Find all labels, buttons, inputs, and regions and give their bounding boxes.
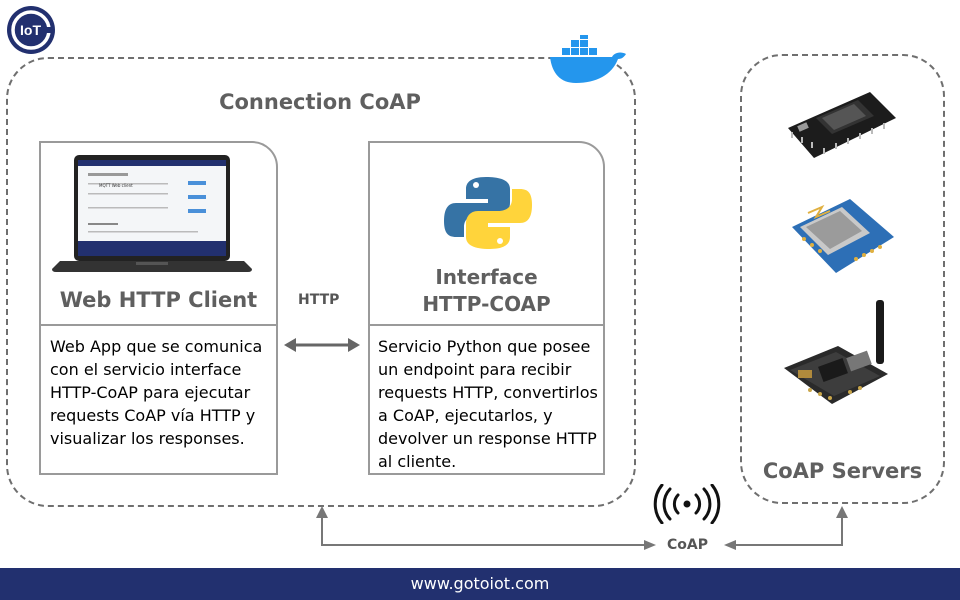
interface-title-line2: HTTP-COAP	[422, 292, 551, 316]
web-client-description: Web App que se comunica con el servicio …	[50, 337, 263, 448]
coap-connection-arrows	[312, 506, 852, 552]
coap-servers-container	[740, 54, 945, 504]
http-label: HTTP	[298, 292, 340, 308]
docker-whale-icon	[548, 35, 632, 85]
laptop-image	[48, 151, 256, 276]
coap-servers-title: CoAP Servers	[762, 459, 923, 483]
interface-card: Interface HTTP-COAP Servicio Python que …	[368, 141, 605, 475]
web-client-divider	[41, 324, 276, 326]
interface-title-line1: Interface	[435, 265, 538, 289]
footer-bar: www.gotoiot.com	[0, 568, 960, 600]
wemos-d1-mini-icon	[786, 193, 898, 283]
interface-divider	[370, 324, 603, 326]
radio-waves-icon	[652, 484, 722, 524]
gotoiot-logo: IoT	[6, 5, 56, 55]
esp32-board-icon	[784, 88, 900, 164]
web-client-title: Web HTTP Client	[59, 288, 258, 312]
http-double-arrow	[284, 338, 360, 352]
connection-coap-container	[6, 57, 636, 507]
interface-description: Servicio Python que posee un endpoint pa…	[378, 337, 598, 471]
footer-url-link[interactable]: www.gotoiot.com	[410, 574, 550, 593]
laptop-app-title: MQTT Web client	[99, 183, 133, 188]
logo-text: IoT	[20, 22, 41, 38]
web-client-card: MQTT Web client Web HTTP Client Web App …	[39, 141, 278, 475]
coap-label: CoAP	[667, 537, 708, 553]
python-logo-icon	[444, 175, 532, 251]
wireless-board-antenna-icon	[780, 298, 892, 416]
connection-coap-title: Connection CoAP	[219, 90, 421, 114]
